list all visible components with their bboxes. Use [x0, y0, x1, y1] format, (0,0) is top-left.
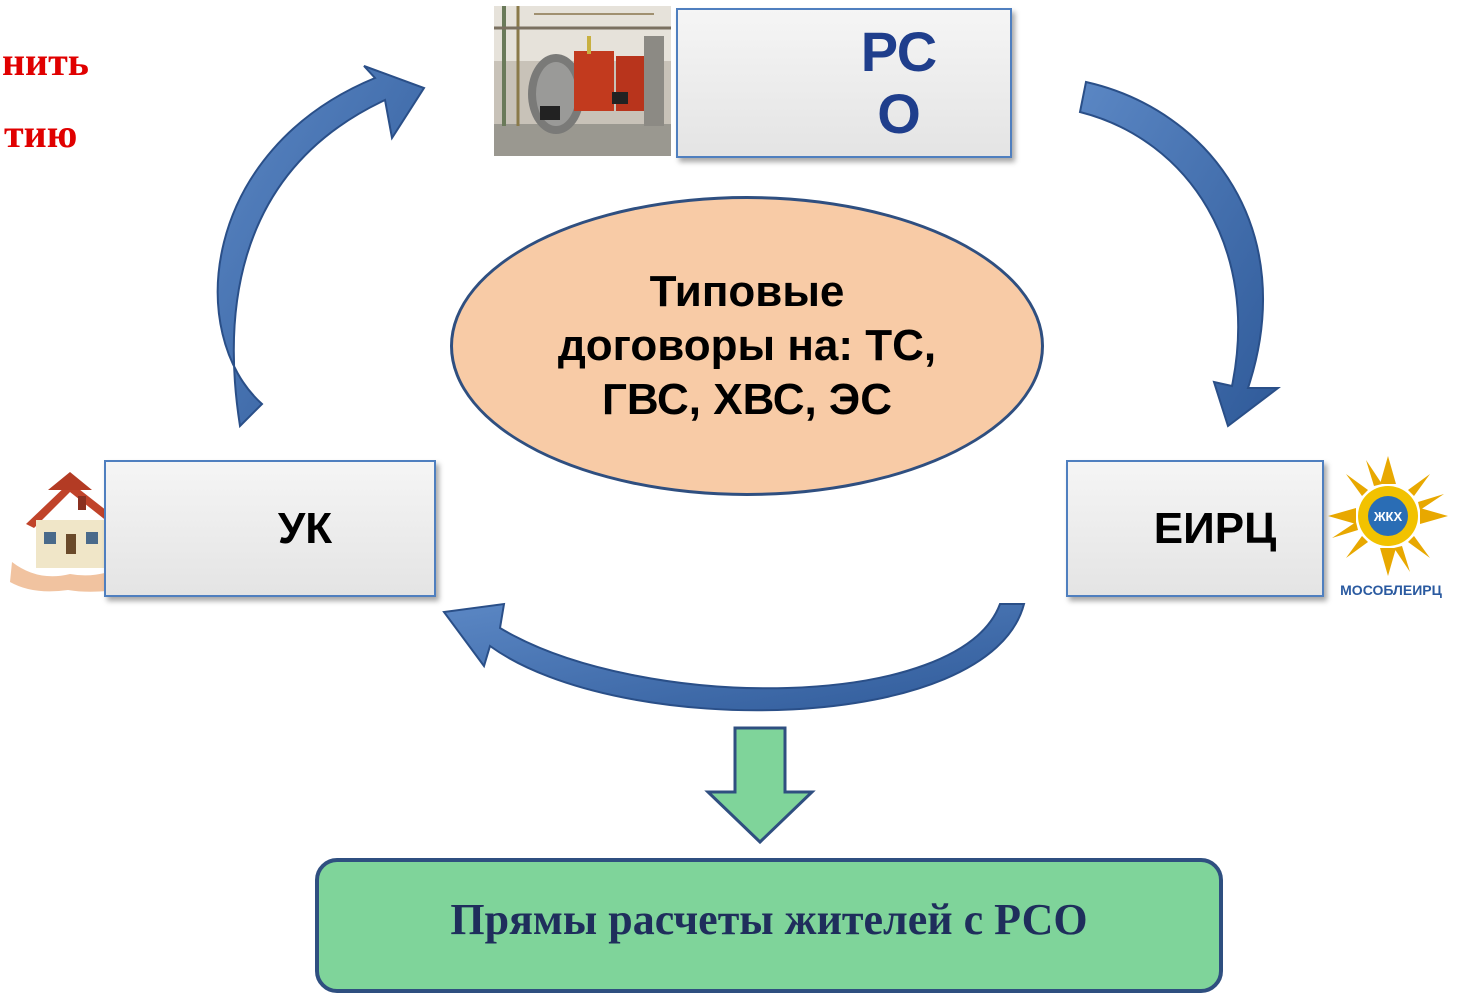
center-ellipse: Типовые договоры на: ТС, ГВС, ХВС, ЭС: [450, 196, 1044, 496]
eirc-label: ЕИРЦ: [1153, 503, 1277, 553]
arrow-uk-to-rso: [216, 65, 426, 429]
red-text-line-2: тию: [4, 111, 78, 156]
logo-badge-text: ЖКХ: [1373, 509, 1403, 524]
arrow-eirc-to-uk: [442, 602, 1026, 712]
uk-box: УК: [104, 460, 436, 597]
center-ellipse-text: Типовые договоры на: ТС, ГВС, ХВС, ЭС: [557, 267, 937, 424]
mosobleirc-logo: ЖКХ МОСОБЛЕИРЦ: [1328, 456, 1448, 598]
boiler-room-photo: [494, 6, 671, 156]
uk-label: УК: [277, 503, 333, 553]
arrow-rso-to-eirc: [1078, 80, 1281, 428]
down-arrow: [704, 726, 816, 845]
result-text: Прямы расчеты жителей с РСО: [450, 895, 1088, 944]
result-box: Прямы расчеты жителей с РСО: [315, 858, 1223, 993]
rso-label: РСО: [860, 20, 938, 145]
eirc-box: ЕИРЦ: [1066, 460, 1324, 597]
rso-box: РСО: [676, 8, 1012, 158]
logo-caption: МОСОБЛЕИРЦ: [1340, 582, 1442, 598]
red-text-line-1: нить: [2, 39, 89, 84]
